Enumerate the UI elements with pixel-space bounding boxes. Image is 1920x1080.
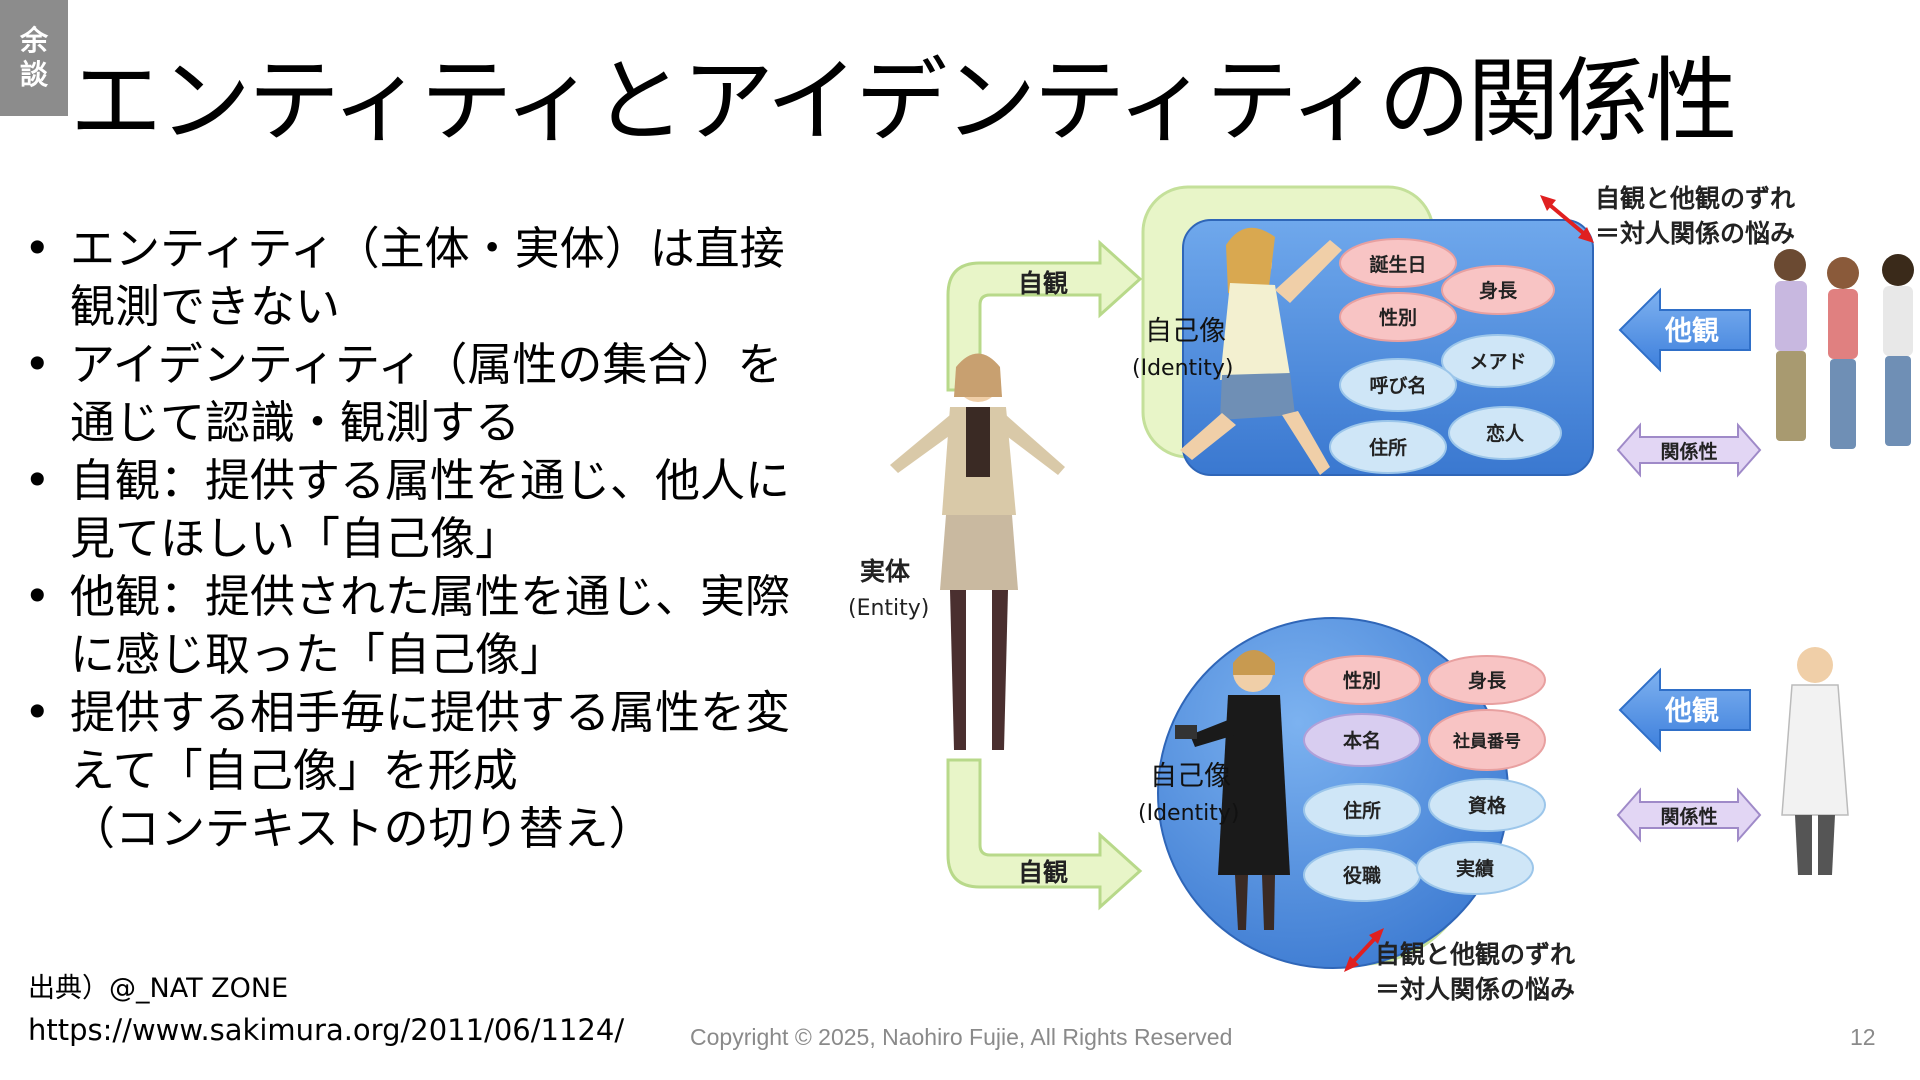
attribute-label: 呼び名 — [1369, 374, 1426, 397]
attribute-oval — [1329, 420, 1447, 474]
group-of-people-image — [1774, 249, 1914, 449]
bottom-gap-arrow — [1348, 933, 1380, 967]
top-gap-text-2: ＝対人関係の悩み — [1595, 219, 1795, 248]
bottom-relation-arrow — [1616, 787, 1762, 843]
attribute-label: 役職 — [1343, 864, 1381, 887]
top-self-view-arrow — [946, 239, 1143, 392]
attribute-label: 恋人 — [1486, 422, 1525, 445]
jumping-person-image — [1180, 227, 1342, 475]
doctor-image — [1781, 647, 1849, 875]
attribute-oval — [1339, 292, 1457, 342]
top-other-view-label: 他観 — [1664, 315, 1719, 347]
attribute-label: 誕生日 — [1369, 253, 1426, 276]
attribute-label: メアド — [1469, 351, 1526, 373]
attribute-oval — [1303, 713, 1421, 767]
attribute-label: 資格 — [1468, 794, 1507, 817]
attribute-oval — [1303, 783, 1421, 837]
attribute-label: 身長 — [1479, 279, 1518, 302]
top-identity-sub: (Identity) — [1132, 356, 1233, 381]
bottom-gap-text-2: ＝対人関係の悩み — [1375, 975, 1575, 1004]
attribute-oval — [1339, 358, 1457, 412]
attribute-oval — [1339, 238, 1457, 288]
attribute-label: 身長 — [1468, 669, 1507, 692]
bottom-identity-label: 自己像 — [1150, 761, 1231, 792]
page-number: 12 — [1850, 1024, 1876, 1050]
attribute-oval — [1441, 265, 1555, 315]
attribute-oval — [1303, 655, 1421, 705]
attribute-label: 実績 — [1456, 857, 1494, 880]
top-relation-label: 関係性 — [1660, 440, 1717, 463]
attribute-label: 本名 — [1343, 729, 1381, 752]
attribute-oval — [1428, 655, 1546, 705]
attribute-label: 性別 — [1343, 669, 1381, 692]
bullet-item: アイデンティティ（属性の集合）を 通じて認識・観測する — [22, 336, 867, 452]
bottom-self-view-label: 自観 — [1018, 858, 1068, 887]
attribute-label: 住所 — [1343, 799, 1381, 822]
bullet-item: 他観：提供された属性を通じ、実際 に感じ取った「自己像」 — [22, 568, 867, 684]
aside-tag-char-1: 余 — [19, 24, 48, 57]
bullet-item: 提供する相手毎に提供する属性を変 えて「自己像」を形成 （コンテキストの切り替え… — [22, 684, 867, 858]
bottom-self-view-arrow — [946, 758, 1143, 911]
attribute-label: 社員番号 — [1452, 731, 1521, 752]
top-gap-arrow — [1543, 199, 1590, 239]
attribute-oval — [1416, 841, 1534, 895]
top-gap-text-1: 自観と他観のずれ — [1595, 184, 1795, 213]
source-credit: 出典）@_NAT ZONE — [28, 973, 289, 1004]
top-self-view-label: 自観 — [1018, 269, 1068, 298]
copyright-notice: Copyright © 2025, Naohiro Fujie, All Rig… — [690, 1024, 1233, 1050]
attribute-oval — [1428, 778, 1546, 832]
bottom-other-view-arrow — [1618, 667, 1751, 753]
bottom-other-view-label: 他観 — [1664, 695, 1719, 727]
identity-diagram: 自観 自観 誕生日 身長 性別 メアド 呼び名 恋人 住所 自己像 (Ident… — [850, 184, 1914, 1004]
top-relation-arrow — [1616, 422, 1762, 478]
top-identity-label: 自己像 — [1145, 316, 1226, 347]
attribute-oval — [1428, 709, 1546, 771]
entity-label: 実体 — [860, 557, 911, 586]
attribute-oval — [1441, 334, 1555, 388]
bottom-identity-sub: (Identity) — [1138, 801, 1239, 826]
source-url[interactable]: https://www.sakimura.org/2011/06/1124/ — [28, 1013, 625, 1047]
businesswoman-image — [1175, 650, 1290, 930]
aside-tag-char-2: 談 — [19, 58, 48, 91]
bottom-relation-label: 関係性 — [1660, 805, 1717, 828]
slide-title: エンティティとアイデンティティの関係性 — [70, 48, 1737, 155]
aside-tag: 余 談 — [0, 0, 68, 116]
attribute-label: 住所 — [1369, 436, 1407, 459]
entity-sub: (Entity) — [850, 596, 929, 621]
bullet-item: エンティティ（主体・実体）は直接 観測できない — [22, 220, 867, 336]
bullet-list: エンティティ（主体・実体）は直接 観測できない アイデンティティ（属性の集合）を… — [22, 220, 867, 858]
entity-person-image — [890, 353, 1065, 750]
bottom-gap-text-1: 自観と他観のずれ — [1375, 940, 1575, 969]
top-other-view-arrow — [1618, 287, 1751, 373]
attribute-label: 性別 — [1379, 306, 1417, 329]
bullet-item: 自観：提供する属性を通じ、他人に 見てほしい「自己像」 — [22, 452, 867, 568]
attribute-oval — [1448, 406, 1562, 460]
